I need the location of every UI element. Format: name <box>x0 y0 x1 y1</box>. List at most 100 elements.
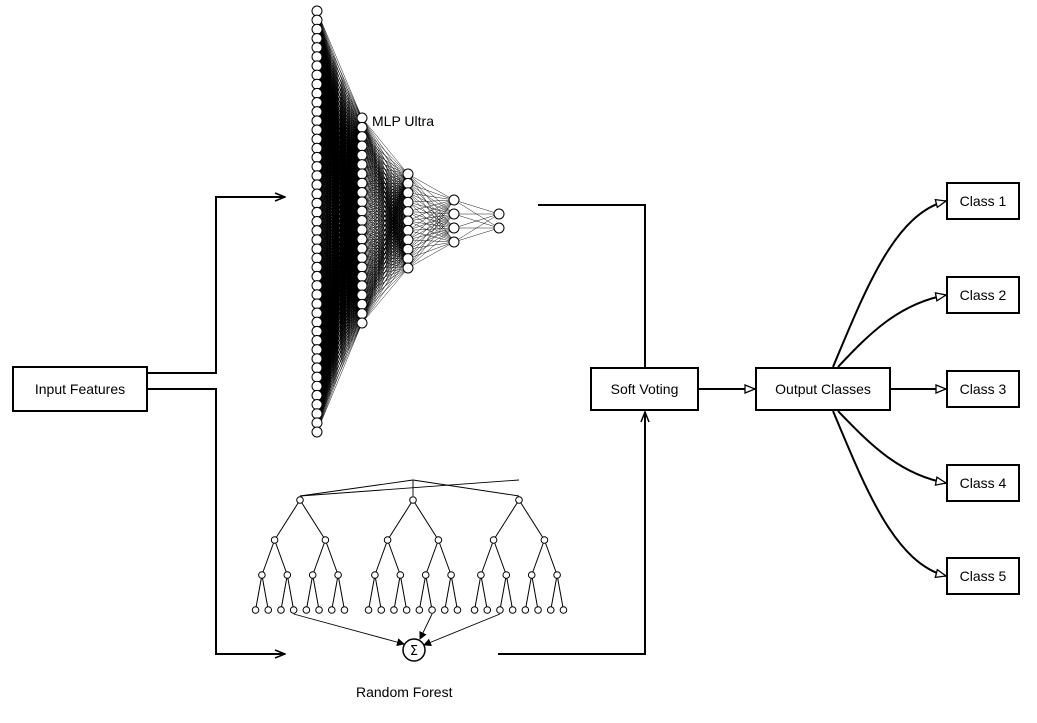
mlp-neuron <box>356 224 368 236</box>
tree-leaf <box>508 606 517 614</box>
tree-node <box>421 571 430 579</box>
mlp-edge <box>316 117 363 268</box>
mlp-edge <box>316 117 363 204</box>
mlp-edge <box>316 285 363 433</box>
mlp-edge <box>361 136 409 175</box>
mlp-neuron <box>311 179 323 191</box>
mlp-edge <box>316 117 363 286</box>
mlp-neuron <box>311 124 323 136</box>
mlp-neuron <box>402 243 414 255</box>
mlp-neuron <box>311 87 323 99</box>
tree-branch <box>312 539 326 576</box>
mlp-edge <box>407 213 455 250</box>
tree-branch <box>312 574 320 611</box>
mlp-edge <box>361 249 409 324</box>
mlp-neuron <box>311 115 323 127</box>
tree-leaf <box>534 606 542 614</box>
mlp-edge <box>361 258 409 324</box>
mlp-edge <box>316 117 363 231</box>
class-2-label: Class 2 <box>959 287 1007 303</box>
input-to-forest-connector <box>148 388 285 654</box>
mlp-edge <box>361 183 409 324</box>
input-features-box: Input Features <box>12 366 148 412</box>
mlp-neuron <box>356 215 368 226</box>
mlp-neuron <box>311 97 323 109</box>
mlp-edge <box>316 304 363 433</box>
connectors <box>148 197 946 654</box>
tree-leaf <box>302 606 311 614</box>
mlp-neuron <box>356 168 368 180</box>
mlp-edge <box>407 199 455 222</box>
tree-branch <box>387 499 414 541</box>
mlp-neuron <box>402 177 414 189</box>
mlp-neuron <box>311 5 323 17</box>
mlp-edge <box>361 230 409 324</box>
mlp-neuron <box>356 205 368 217</box>
mlp-edge <box>316 74 363 119</box>
mlp-edge <box>361 173 409 240</box>
tree-branch <box>425 539 439 576</box>
class-4-label: Class 4 <box>959 475 1007 491</box>
tree-branch <box>556 574 564 611</box>
tree-node <box>447 571 455 579</box>
mlp-neuron <box>311 234 323 246</box>
mlp-edge <box>453 199 500 215</box>
mlp-neuron <box>311 380 323 392</box>
mlp-neuron <box>356 177 368 189</box>
tree-to-sum-arrow <box>293 613 405 647</box>
mlp-neuron <box>311 280 323 292</box>
tree-node <box>296 496 304 504</box>
mlp-neuron <box>311 225 323 237</box>
mlp-edge <box>361 202 409 324</box>
mlp-edge <box>407 201 455 215</box>
tree-leaf <box>390 606 398 614</box>
tree-leaf <box>483 606 492 614</box>
mlp-neuron <box>311 51 323 63</box>
mlp-edge <box>407 199 455 240</box>
tree-branch <box>374 539 389 576</box>
mlp-edge <box>361 267 409 324</box>
mlp-edge <box>361 145 409 175</box>
mlp-neuron <box>311 216 323 227</box>
mlp-edge <box>316 117 363 195</box>
tree-node <box>283 571 292 579</box>
class-3-box: Class 3 <box>946 370 1020 408</box>
output-to-class-2-arrow <box>837 295 946 368</box>
mlp-edge <box>316 117 363 314</box>
mlp-edge <box>407 213 455 269</box>
mlp-edge <box>361 164 409 175</box>
class-1-box: Class 1 <box>946 182 1020 220</box>
tree-leaf <box>264 606 273 614</box>
tree-branch <box>543 539 558 576</box>
mlp-edge <box>316 117 363 359</box>
mlp-edge <box>407 199 455 203</box>
mlp-neuron <box>311 353 323 365</box>
tree-node <box>270 536 279 544</box>
tree-node <box>540 536 549 544</box>
tree-branch <box>505 574 514 611</box>
mlp-neuron <box>311 151 323 163</box>
tree-branch <box>518 499 545 541</box>
mlp-edge <box>316 93 363 119</box>
mlp-edge <box>361 239 409 324</box>
mlp-neuron <box>402 206 414 218</box>
mlp-neuron <box>311 188 323 200</box>
tree-to-sum-arrow <box>423 613 501 647</box>
mlp-edge <box>316 29 363 119</box>
mlp-neuron <box>311 344 323 356</box>
mlp-neuron <box>311 316 323 328</box>
mlp-neuron <box>311 408 323 420</box>
mlp-edge <box>316 127 363 433</box>
mlp-edge <box>316 294 363 433</box>
mlp-neuron <box>356 140 368 152</box>
mlp-edge <box>361 173 409 277</box>
mlp-edge <box>316 192 363 433</box>
mlp-edge <box>316 267 363 433</box>
mlp-edge <box>407 192 455 215</box>
mlp-edge <box>316 248 363 433</box>
forest-bracket <box>412 479 520 497</box>
tree-node <box>489 536 498 544</box>
mlp-edge <box>316 257 363 433</box>
tree-node <box>383 536 392 544</box>
mlp-neuron <box>311 60 323 72</box>
